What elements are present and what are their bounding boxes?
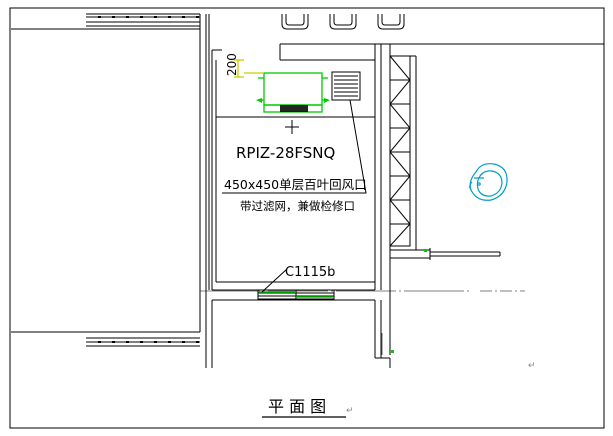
louver-leader [222, 99, 367, 194]
door-window [257, 268, 335, 300]
door-label: C1115b [285, 265, 335, 280]
title-return-mark: ↵ [346, 406, 354, 416]
ac-unit-grille [280, 105, 308, 112]
bottom-left-wall-hatch [86, 337, 200, 347]
dimension-label: 200 [225, 53, 239, 76]
left-wall [11, 14, 213, 368]
cursor-crosshair-icon [285, 120, 299, 134]
filter-label: 带过滤网，兼做检修口 [240, 199, 355, 213]
room-walls [212, 43, 604, 368]
drawing-title: 平 面 图 [268, 397, 326, 416]
return-air-louver [331, 71, 361, 101]
dimension-marker [234, 59, 264, 78]
green-marks [391, 249, 427, 353]
washbasin-icon [469, 163, 508, 201]
right-column-hatch [389, 55, 501, 260]
top-left-wall-hatch [11, 13, 200, 30]
unit-model-label: RPIZ-28FSNQ [236, 144, 335, 162]
return-mark: ↵ [528, 361, 536, 371]
top-openings [281, 14, 405, 30]
louver-label: 450x450单层百叶回风口 [224, 177, 367, 192]
axis-lines [200, 290, 525, 355]
drawing-frame [9, 7, 605, 429]
